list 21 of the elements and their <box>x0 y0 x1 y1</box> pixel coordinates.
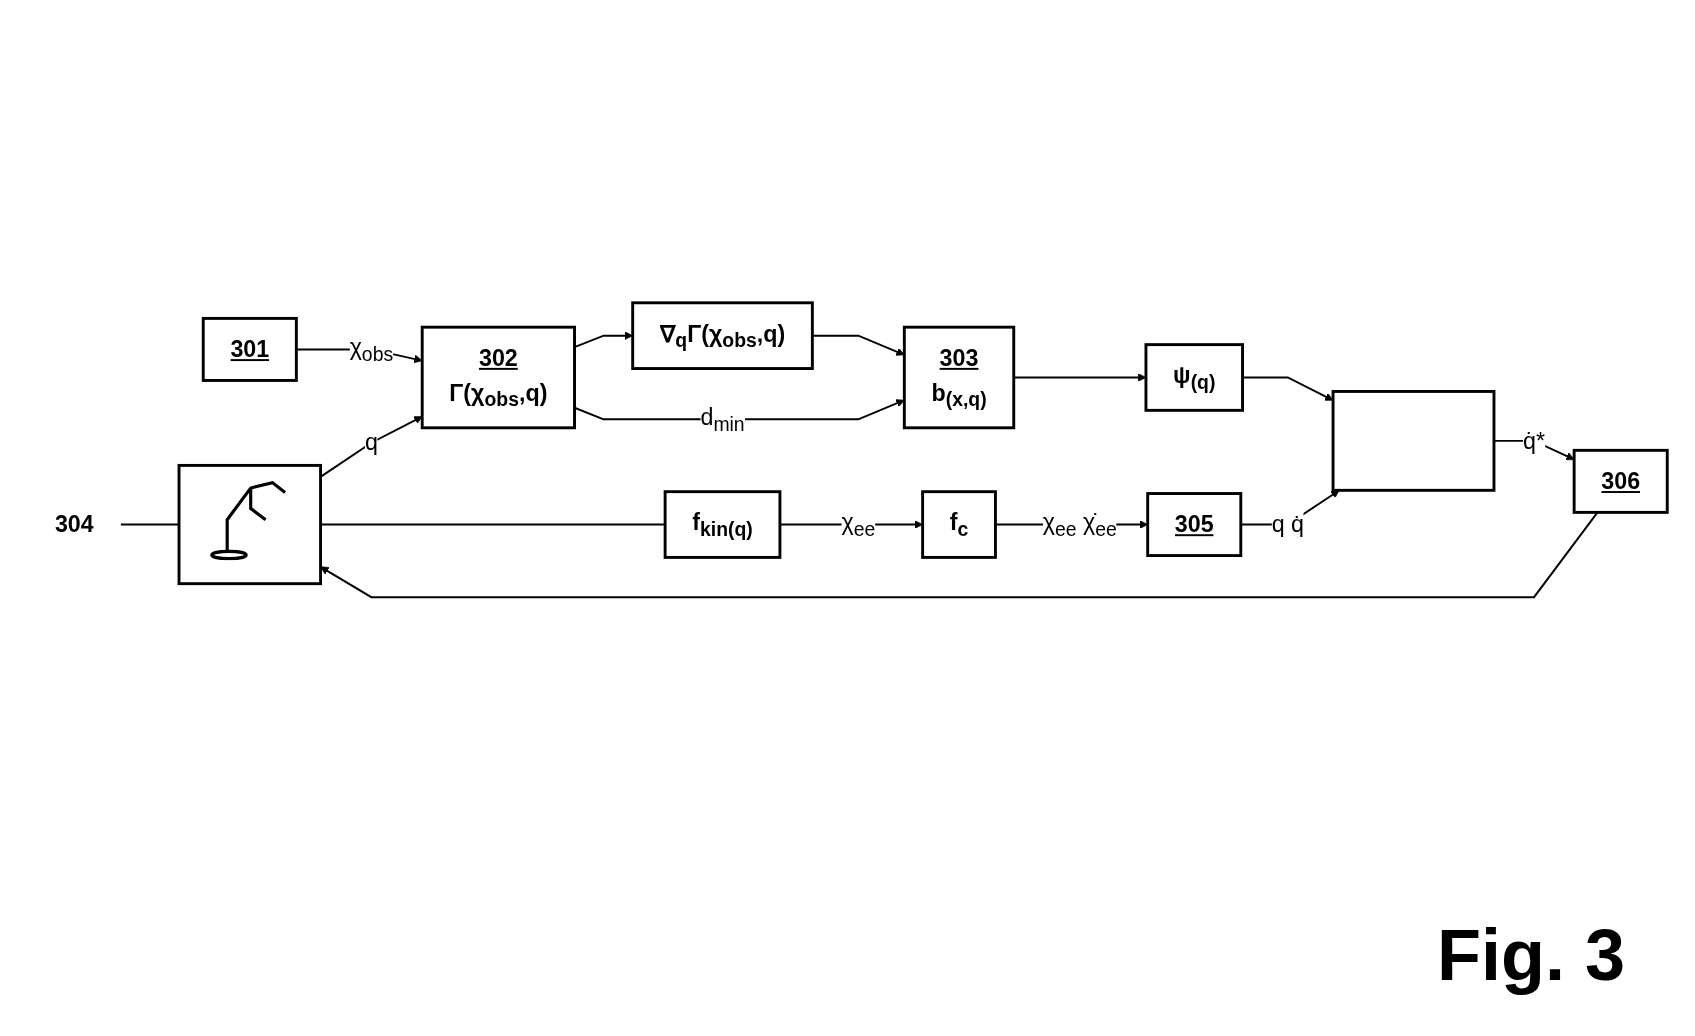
node-box: 302 Γ(χ$_{obs}$,q) <box>420 325 576 430</box>
edge-label: χ$_{obs}$ <box>349 334 394 365</box>
node-box: ψ$_{(q)}$ <box>1144 343 1244 412</box>
connector <box>119 523 180 526</box>
node-box: 301 <box>201 316 298 382</box>
node-box: ∇$_{q}$Γ(χ$_{obs}$,q) <box>631 301 814 370</box>
node-picture <box>177 463 322 586</box>
node-box: 305 <box>1146 492 1243 557</box>
edge-label: χ$_{ee}$ χ̇$_{ee}$ <box>1042 509 1117 540</box>
node-box: f$_{c}$ <box>921 490 997 559</box>
edge-label: q q̇ <box>1271 510 1304 538</box>
edge-label: q̇* <box>1523 427 1546 454</box>
figure-caption: Fig. 3 <box>1437 914 1625 996</box>
node-box: 303 b$_{(x,q)}$ <box>902 325 1016 430</box>
node-box: f$_{kin(q)}$ <box>663 490 782 559</box>
node-text: 304 <box>54 510 94 538</box>
edge-label: q <box>364 429 378 456</box>
node-box: 306 <box>1572 448 1669 514</box>
edge-label: d$_{min}$ <box>700 403 745 435</box>
edge-label: χ$_{ee}$ <box>841 509 876 540</box>
node-box <box>1331 390 1496 492</box>
